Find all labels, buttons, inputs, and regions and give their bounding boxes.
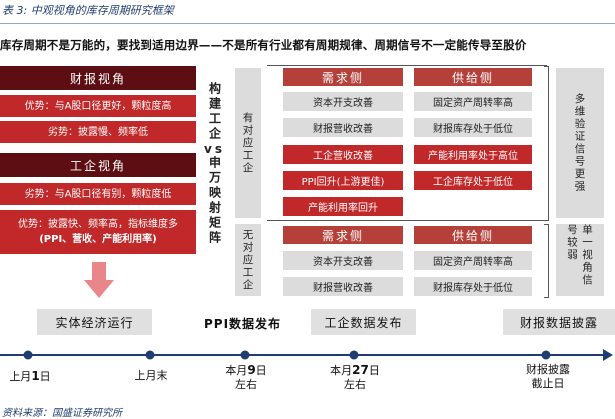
demand-item-ind-revenue: 工企营收改善 — [283, 145, 403, 164]
t1-num: 1 — [31, 369, 40, 383]
with-mapping-side-label: 有对应工企 — [235, 68, 261, 218]
t4-num: 27 — [352, 363, 369, 377]
mapping-label-top: 构建工企 — [207, 82, 222, 142]
timeline-dot-t5 — [541, 350, 551, 360]
timeline-dot-t3 — [240, 350, 250, 360]
demand-item-capacity: 产能利用率回升 — [283, 197, 403, 216]
no-mapping-supply-fin-inventory: 财报库存处于低位 — [414, 277, 532, 296]
timeline-label-t5: 财报披露 截止日 — [516, 363, 580, 391]
no-mapping-demand-fin-revenue: 财报营收改善 — [283, 277, 403, 296]
caption-divider — [0, 23, 615, 24]
no-mapping-side-label: 无对应工企 — [235, 224, 261, 296]
t4-pre: 本月 — [330, 364, 353, 377]
industrial-advantage: 优势：披露快、频率高，指标维度多 (PPI、营收、产能利用率) — [0, 210, 196, 254]
t1-pre: 上月 — [9, 370, 32, 383]
industrial-disadvantage: 劣势：与A股口径有别，颗粒度低 — [0, 183, 196, 205]
t3-post: 日 — [255, 364, 267, 377]
financial-advantage: 优势：与A股口径更好，颗粒度高 — [0, 95, 196, 117]
with-mapping-demand-header: 需求侧 — [283, 68, 403, 86]
event-financial-disclosure: 财报数据披露 — [503, 309, 615, 335]
timeline-dot-t2 — [145, 350, 155, 360]
t4-line2: 左右 — [344, 378, 366, 391]
no-mapping-supply-header: 供给侧 — [414, 226, 532, 244]
supply-item-fin-inventory: 财报库存处于低位 — [414, 118, 532, 137]
t5-line2: 截止日 — [531, 377, 565, 390]
timeline-label-t1: 上月1日 — [4, 369, 56, 384]
industrial-advantage-line1: 优势：披露快、频率高，指标维度多 — [18, 219, 178, 230]
t1-post: 日 — [39, 370, 51, 383]
mapping-matrix-label: 构建工企vs申万映射矩阵 — [204, 82, 225, 297]
event-ppi-release: PPI数据发布 — [204, 317, 282, 331]
financial-view-title: 财报视角 — [0, 66, 196, 90]
no-mapping-demand-header: 需求侧 — [283, 226, 403, 244]
t3-num: 9 — [247, 363, 256, 377]
no-mapping-demand-capex: 资本开支改善 — [283, 251, 403, 270]
down-arrow-icon — [84, 262, 114, 298]
no-mapping-supply-asset-turnover: 固定资产周转率高 — [414, 251, 532, 270]
mapping-label-bottom: 申万映射矩阵 — [207, 156, 222, 246]
timeline-axis — [0, 349, 613, 361]
timeline-label-t3: 本月9日 左右 — [218, 363, 274, 392]
no-mapping-bracket — [544, 224, 549, 298]
t4-post: 日 — [368, 364, 380, 377]
mapping-label-vs: vs — [204, 142, 225, 156]
figure-caption: 表 3: 中观视角的库存周期研究框架 — [2, 4, 174, 17]
event-real-economy: 实体经济运行 — [37, 309, 152, 335]
timeline-label-t4: 本月27日 左右 — [324, 363, 386, 392]
t3-line2: 左右 — [235, 378, 257, 391]
demand-item-capex: 资本开支改善 — [283, 92, 403, 111]
event-industrial-release: 工企数据发布 — [311, 309, 416, 335]
timeline-label-t2: 上月末 — [134, 369, 168, 382]
supply-item-capacity-high: 产能利用率处于高位 — [414, 145, 532, 164]
with-mapping-frame — [267, 65, 547, 221]
supply-item-asset-turnover: 固定资产周转率高 — [414, 92, 532, 111]
timeline-dot-t1 — [23, 350, 33, 360]
t5-line1: 财报披露 — [526, 363, 570, 376]
single-view-signal-label: 单一视角信号较弱 — [556, 224, 604, 296]
demand-item-fin-revenue: 财报营收改善 — [283, 118, 403, 137]
industrial-advantage-line2: (PPI、营收、产能利用率) — [39, 234, 157, 245]
t3-pre: 本月 — [225, 364, 248, 377]
source-note: 资料来源：国盛证券研究所 — [2, 408, 122, 419]
with-mapping-supply-header: 供给侧 — [414, 68, 532, 86]
financial-disadvantage: 劣势：披露慢、频率低 — [0, 121, 196, 143]
industrial-view-title: 工企视角 — [0, 153, 196, 177]
demand-item-ppi: PPI回升(上游更佳) — [283, 171, 403, 190]
multi-view-signal-label: 多维验证信号更强 — [556, 68, 604, 218]
headline: 库存周期不是万能的，要找到适用边界——不是所有行业都有周期规律、周期信号不一定能… — [0, 38, 527, 52]
with-mapping-bracket — [544, 66, 549, 221]
timeline-dot-t4 — [349, 350, 359, 360]
supply-item-ind-inventory: 工企库存处于低位 — [414, 171, 532, 190]
